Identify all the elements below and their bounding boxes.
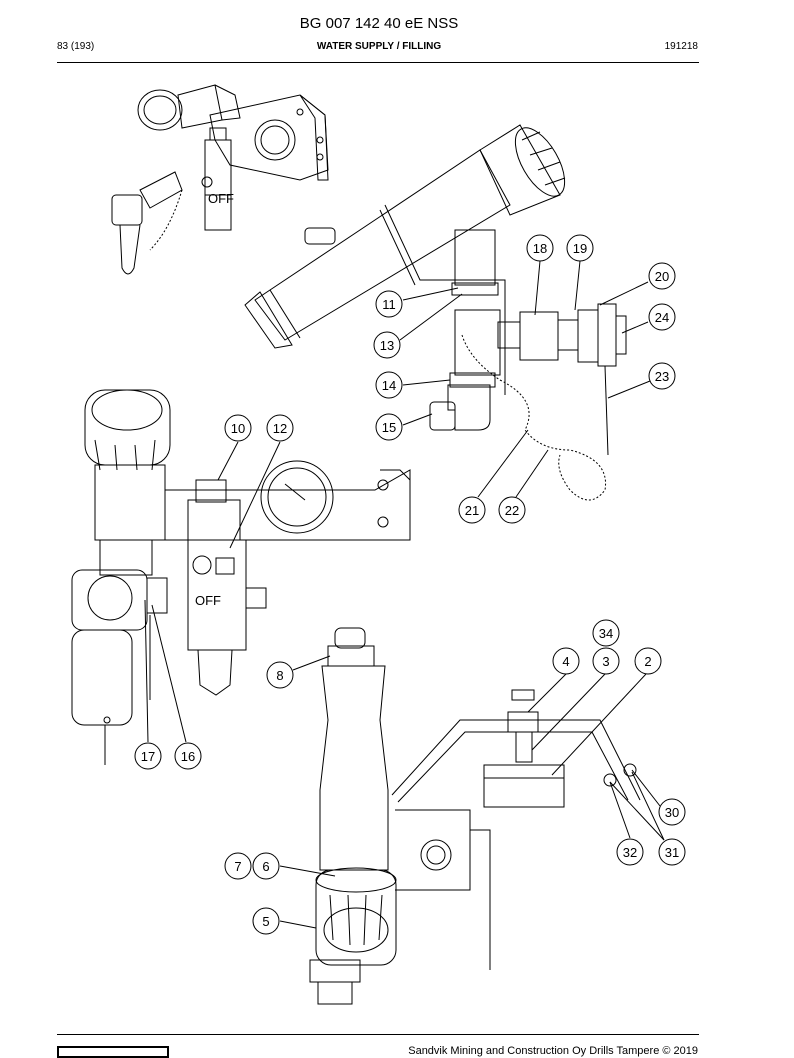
svg-text:15: 15 <box>382 420 396 435</box>
svg-text:22: 22 <box>505 503 519 518</box>
svg-text:20: 20 <box>655 269 669 284</box>
svg-text:17: 17 <box>141 749 155 764</box>
callout-16: 16 <box>174 742 202 770</box>
callout-34: 34 <box>592 619 620 647</box>
callout-6: 6 <box>252 852 280 880</box>
svg-text:10: 10 <box>231 421 245 436</box>
svg-text:2: 2 <box>644 654 651 669</box>
tank-assembly <box>309 627 641 1005</box>
svg-text:21: 21 <box>465 503 479 518</box>
svg-text:13: 13 <box>380 338 394 353</box>
callouts: 18 19 20 11 24 13 23 14 15 10 12 21 22 3… <box>134 234 686 935</box>
callout-21: 21 <box>458 496 486 524</box>
svg-text:16: 16 <box>181 749 195 764</box>
valve-off-label: OFF <box>195 593 221 608</box>
svg-text:31: 31 <box>665 845 679 860</box>
svg-text:4: 4 <box>562 654 569 669</box>
svg-text:19: 19 <box>573 241 587 256</box>
svg-text:23: 23 <box>655 369 669 384</box>
callout-12: 12 <box>266 414 294 442</box>
section-title: WATER SUPPLY / FILLING <box>316 41 442 52</box>
callout-13: 13 <box>373 331 401 359</box>
svg-text:3: 3 <box>602 654 609 669</box>
document-title: BG 007 142 40 eE NSS <box>299 15 459 32</box>
callout-15: 15 <box>375 413 403 441</box>
callout-7: 7 <box>224 852 252 880</box>
callout-24: 24 <box>648 303 676 331</box>
svg-text:5: 5 <box>262 914 269 929</box>
callout-2: 2 <box>634 647 662 675</box>
callout-17: 17 <box>134 742 162 770</box>
overview-off-label: OFF <box>208 191 234 206</box>
svg-text:32: 32 <box>623 845 637 860</box>
svg-text:6: 6 <box>262 859 269 874</box>
callout-11: 11 <box>375 290 403 318</box>
svg-text:30: 30 <box>665 805 679 820</box>
footer-rule <box>57 1034 699 1035</box>
header-rule <box>57 62 699 63</box>
svg-text:8: 8 <box>276 668 283 683</box>
svg-text:7: 7 <box>234 859 241 874</box>
callout-30: 30 <box>658 798 686 826</box>
callout-31: 31 <box>658 838 686 866</box>
callout-5: 5 <box>252 907 280 935</box>
callout-23: 23 <box>648 362 676 390</box>
overview-assembly: OFF <box>111 84 329 275</box>
callout-22: 22 <box>498 496 526 524</box>
callout-4: 4 <box>552 647 580 675</box>
callout-10: 10 <box>224 414 252 442</box>
svg-text:12: 12 <box>273 421 287 436</box>
svg-text:11: 11 <box>382 297 396 312</box>
leader-lines <box>144 260 665 929</box>
callout-32: 32 <box>616 838 644 866</box>
page-number: 83 (193) <box>57 41 95 52</box>
footer-copyright: Sandvik Mining and Construction Oy Drill… <box>408 1045 698 1057</box>
callout-18: 18 <box>526 234 554 262</box>
valve-assembly: OFF <box>71 389 411 765</box>
callout-3: 3 <box>592 647 620 675</box>
svg-text:18: 18 <box>533 241 547 256</box>
date-code: 191218 <box>664 41 698 52</box>
svg-text:14: 14 <box>382 378 396 393</box>
callout-20: 20 <box>648 262 676 290</box>
filter-assembly <box>244 124 627 501</box>
svg-text:34: 34 <box>599 626 613 641</box>
callout-8: 8 <box>266 661 294 689</box>
svg-text:24: 24 <box>655 310 669 325</box>
company-logo <box>57 1046 169 1058</box>
callout-14: 14 <box>375 371 403 399</box>
callout-19: 19 <box>566 234 594 262</box>
